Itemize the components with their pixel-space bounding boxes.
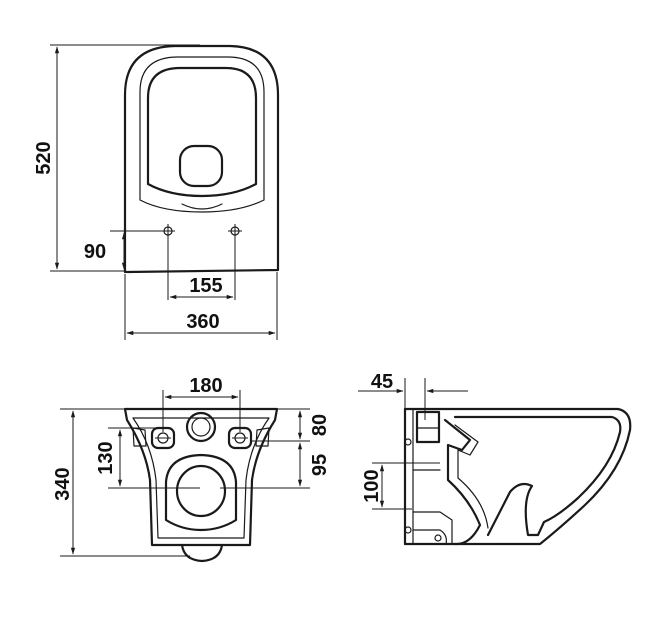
front-view-outlet-outer [185,411,217,443]
front-height-label: 340 [52,467,74,500]
lower-left-label: 130 [95,441,117,474]
front-view-outer-outline [123,407,279,547]
dim-95: 95 [220,442,331,489]
top-view-mounting-hole-right [228,224,242,238]
dim-180: 180 [162,375,241,432]
dim-90: 90 [84,230,162,272]
front-view-bracket-right [227,426,270,450]
hole-spacing-label: 155 [189,275,222,297]
top-view-drain [178,144,224,188]
top-view-front-lip [181,203,223,210]
dim-45: 45 [358,371,468,420]
side-view-outer-shell [403,407,632,546]
side-view-trap [443,418,482,546]
front-view: 180 340 130 80 95 [52,375,331,563]
bracket-spacing-label: 180 [189,375,222,397]
top-view-rim [139,56,265,213]
top-view: 520 90 155 360 [33,44,280,340]
hole-height-label: 90 [84,241,106,263]
front-view-foot [180,543,224,563]
side-view-outlet [415,410,441,444]
dim-340: 340 [52,408,190,557]
dim-130: 130 [95,427,200,489]
side-view: 45 100 [358,371,632,546]
offset-label: 45 [371,371,393,393]
dim-520: 520 [33,44,200,272]
dim-80: 80 [250,408,331,442]
height-label: 520 [33,141,55,174]
top-view-outer-outline [123,44,280,274]
side-view-inner-bowl [453,415,622,537]
lower-right-label: 95 [309,454,331,476]
top-view-bowl-opening [146,66,258,198]
bracket-to-top-label: 80 [309,414,331,436]
dim-360: 360 [124,272,278,340]
width-label: 360 [186,311,219,333]
front-view-drain [175,464,227,518]
top-view-mounting-hole-left [161,224,175,238]
front-view-outlet-inner [191,417,211,437]
dim-100: 100 [361,462,440,510]
front-view-bowl [164,453,238,532]
side-view-connection [412,469,453,545]
outlet-height-label: 100 [361,469,383,502]
dim-155: 155 [167,238,236,300]
